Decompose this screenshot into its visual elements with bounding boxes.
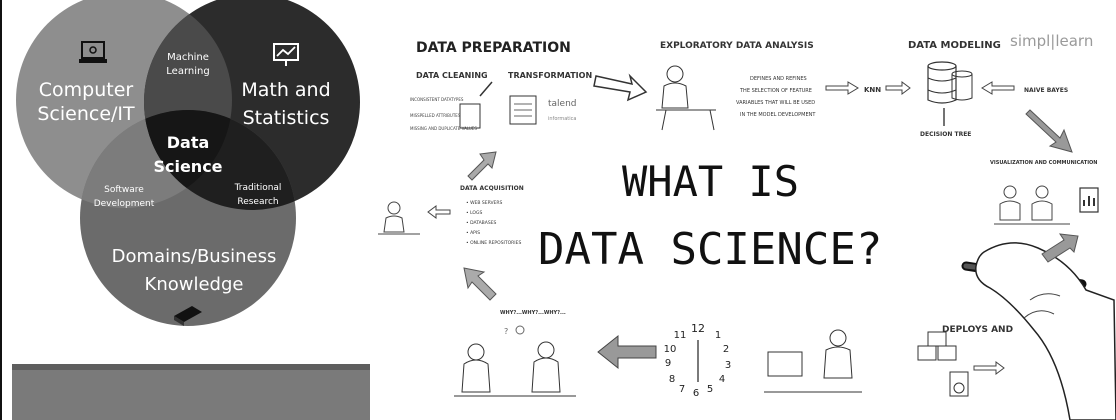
clock-illustration: 12 1 2 3 4 5 6 7 8 9 10 11 xyxy=(664,322,732,399)
hand-with-marker-illustration xyxy=(961,242,1116,420)
computer-science-label-1: Computer xyxy=(39,79,134,101)
title-line-2: DATA SCIENCE? xyxy=(538,224,882,275)
math-statistics-label-1: Math and xyxy=(241,79,330,101)
data-modeling-heading: DATA MODELING xyxy=(908,40,1001,51)
database-icon xyxy=(927,61,973,104)
data-science-label-1: Data xyxy=(167,133,210,152)
arrow-to-knn xyxy=(825,81,859,95)
infographic-canvas: DATA PREPARATION DATA CLEANING TRANSFORM… xyxy=(378,32,1116,420)
clock-number-12: 12 xyxy=(691,322,705,335)
data-science-label-2: Science xyxy=(153,157,222,176)
data-acquisition-heading: DATA ACQUISITION xyxy=(460,185,524,192)
clock-number-11: 11 xyxy=(674,330,687,341)
software-development-label-1: Software xyxy=(104,185,144,195)
arrow-clock-to-discussion xyxy=(597,334,657,370)
acquisition-item-1: • WEB SERVERS xyxy=(466,200,503,206)
venn-diagram: Computer Science/IT Math and Statistics … xyxy=(16,0,360,326)
arrow-up-from-why xyxy=(463,267,497,301)
data-preparation-heading: DATA PREPARATION xyxy=(416,40,571,56)
domains-business-label-1: Domains/Business xyxy=(112,246,277,267)
arrow-visualization-down xyxy=(1041,233,1079,263)
question-mark-icon: ? xyxy=(504,327,508,336)
eda-heading: EXPLORATORY DATA ANALYSIS xyxy=(660,41,814,51)
computer-icon xyxy=(79,41,107,63)
software-development-overlap xyxy=(80,110,232,208)
clock-number-3: 3 xyxy=(725,360,731,371)
visualization-heading: VISUALIZATION AND COMMUNICATION xyxy=(990,160,1098,166)
data-science-infographic: DATA PREPARATION DATA CLEANING TRANSFORM… xyxy=(370,0,1116,420)
clock-number-2: 2 xyxy=(723,344,729,355)
acquisition-item-2: • LOGS xyxy=(466,210,482,216)
clock-number-4: 4 xyxy=(719,374,725,385)
bottom-gray-bar xyxy=(12,364,382,420)
software-development-label-2: Development xyxy=(94,199,155,209)
clock-number-6: 6 xyxy=(693,388,699,399)
acquisition-item-5: • ONLINE REPOSITORIES xyxy=(466,240,521,246)
eda-text-1: DEFINES AND REFINES xyxy=(750,76,807,82)
math-statistics-label-2: Statistics xyxy=(243,107,330,129)
clock-number-10: 10 xyxy=(664,344,677,355)
simplilearn-logo: simpl|learn xyxy=(1010,32,1093,50)
clock-number-9: 9 xyxy=(665,358,671,369)
arrow-to-visualization xyxy=(1025,109,1073,153)
why-label: WHY?...WHY?...WHY?... xyxy=(500,310,566,316)
clock-number-1: 1 xyxy=(715,330,721,341)
eda-person-illustration xyxy=(656,65,716,131)
eda-text-4: IN THE MODEL DEVELOPMENT xyxy=(740,112,816,118)
cleaning-item-3: MISSING AND DUPLICATE VALUES xyxy=(410,126,477,131)
acquisition-item-4: • APIS xyxy=(466,230,480,236)
data-cleaning-heading: DATA CLEANING xyxy=(416,71,488,80)
machine-learning-label-1: Machine xyxy=(167,52,209,63)
machine-learning-label-2: Learning xyxy=(166,66,209,77)
informatica-logo: informatica xyxy=(548,116,576,122)
deploys-heading: DEPLOYS AND xyxy=(942,325,1013,335)
arrow-knn-to-model xyxy=(885,81,911,95)
book-icon xyxy=(174,306,202,326)
eda-text-3: VARIABLES THAT WILL BE USED xyxy=(736,100,815,106)
traditional-research-label-2: Research xyxy=(237,197,278,207)
arrow-to-data-preparation xyxy=(467,151,497,181)
arrow-naive-bayes xyxy=(981,81,1015,95)
acquisition-person-illustration xyxy=(378,201,420,235)
cleaning-item-2: MISSPELLED ATTRIBUTES xyxy=(410,113,461,118)
talend-logo: talend xyxy=(548,99,577,109)
naive-bayes-label: NAIVE BAYES xyxy=(1024,87,1068,94)
clock-number-7: 7 xyxy=(679,384,685,395)
arrow-acquisition-left xyxy=(427,205,451,219)
computer-science-label-2: Science/IT xyxy=(37,103,135,125)
desk-person-illustration xyxy=(764,329,862,393)
knn-label: KNN xyxy=(864,86,881,94)
traditional-research-label-1: Traditional xyxy=(234,183,282,193)
clock-number-5: 5 xyxy=(707,384,713,395)
domains-business-label-2: Knowledge xyxy=(145,274,244,295)
visualization-people-illustration xyxy=(994,185,1099,225)
cleaning-sheet-icon xyxy=(459,81,493,129)
transformation-sheet-icon xyxy=(509,95,537,125)
deploy-boxes-illustration xyxy=(917,331,1005,397)
title-line-1: WHAT IS xyxy=(622,157,799,206)
cleaning-item-1: INCONSISTENT DATATYPES xyxy=(410,97,464,102)
discussion-people-illustration: ? xyxy=(454,325,576,397)
transformation-heading: TRANSFORMATION xyxy=(508,71,592,80)
eda-text-2: THE SELECTION OF FEATURE xyxy=(739,88,812,94)
chart-board-icon xyxy=(273,43,299,66)
clock-number-8: 8 xyxy=(669,374,675,385)
arrow-to-eda xyxy=(593,73,648,102)
traditional-research-overlap xyxy=(144,110,296,210)
decision-tree-label: DECISION TREE xyxy=(920,131,971,138)
venn-diagram-panel: Computer Science/IT Math and Statistics … xyxy=(0,0,384,420)
acquisition-item-3: • DATABASES xyxy=(466,220,497,226)
